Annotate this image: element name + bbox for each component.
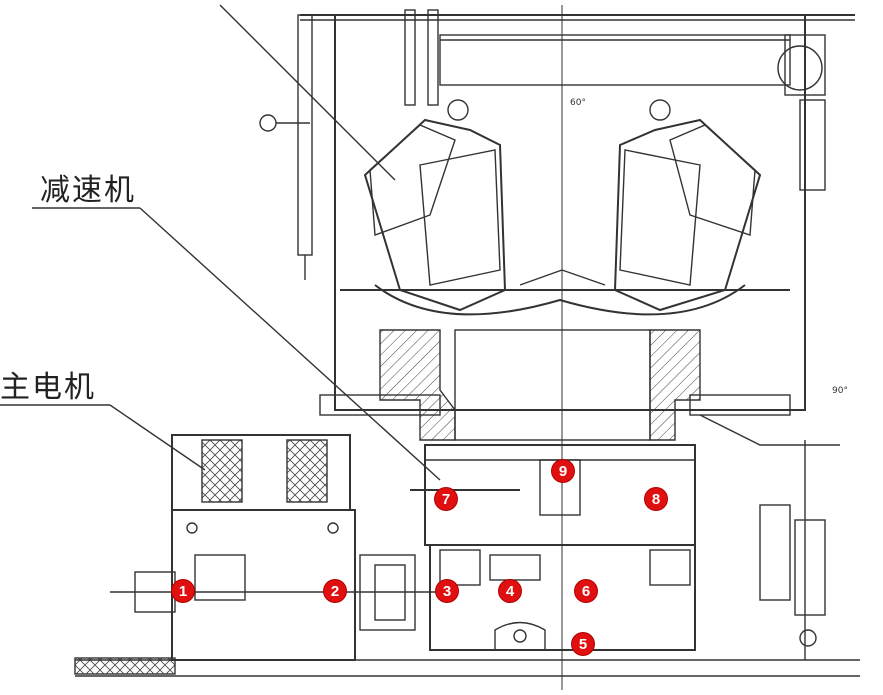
marker-7: 7: [435, 488, 457, 510]
marker-4: 4: [499, 580, 521, 602]
left-roller: [363, 118, 507, 312]
foundation-hatch-left: [74, 657, 176, 675]
main-motor-body: [171, 509, 356, 661]
marker-5: 5: [572, 633, 594, 655]
angle-90-note: 90°: [832, 386, 848, 396]
main-motor-label: 主电机: [0, 370, 96, 405]
marker-2: 2: [324, 580, 346, 602]
pedestal-right: [649, 329, 701, 441]
reducer-label: 减速机: [40, 173, 136, 208]
marker-8: 8: [645, 488, 667, 510]
angle-60-note: 60°: [570, 98, 586, 108]
pedestal-left: [379, 329, 456, 441]
marker-1: 1: [172, 580, 194, 602]
marker-9: 9: [552, 460, 574, 482]
right-roller: [613, 118, 762, 312]
marker-6: 6: [575, 580, 597, 602]
marker-3: 3: [436, 580, 458, 602]
